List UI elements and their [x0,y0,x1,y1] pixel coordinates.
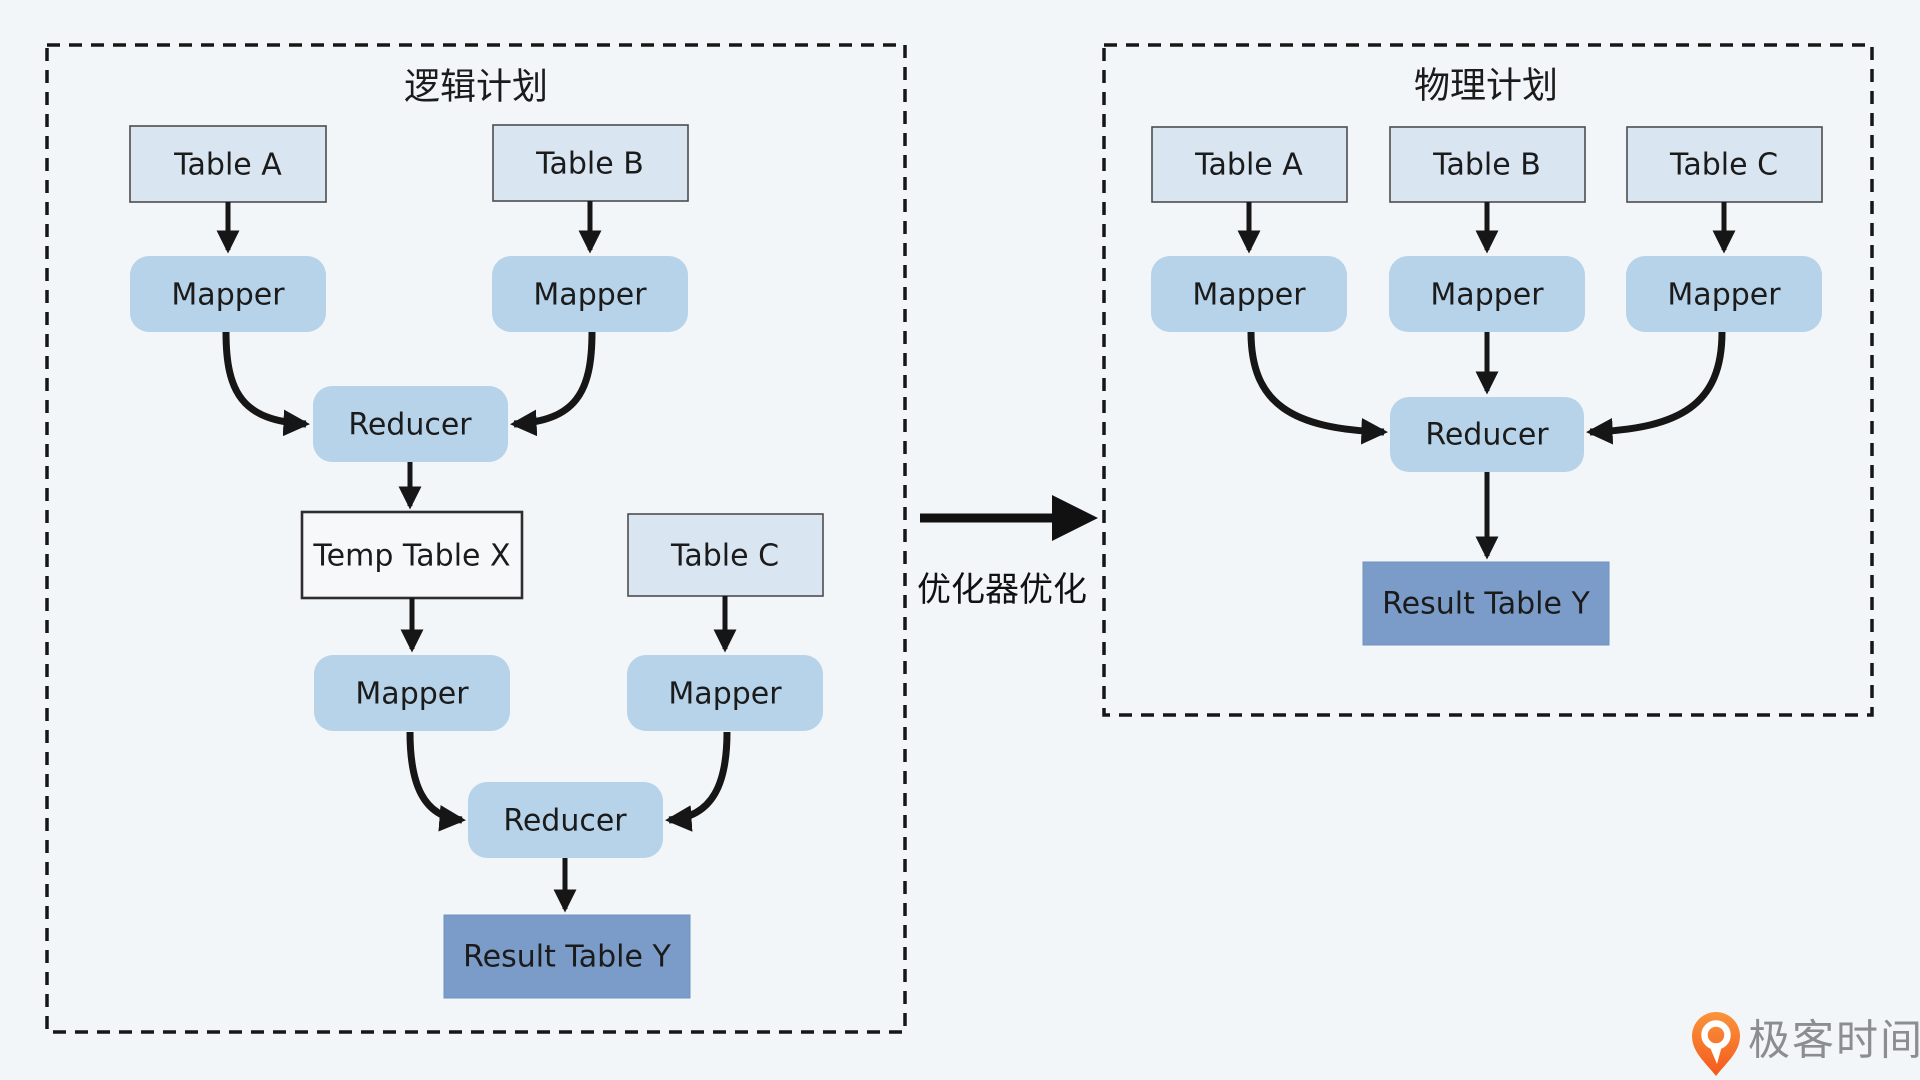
physical-plan-border [1102,43,1874,717]
physical-plan-panel: 物理计划 Table A Table B Table C Mapper Mapp… [1102,43,1874,717]
node-mapper-1: Mapper [130,256,326,332]
node-table-c: Table C [627,513,824,597]
mapper-3-label: Mapper [1667,278,1781,313]
table-b-box [492,124,689,202]
result-table-y-label: Result Table Y [1382,587,1590,622]
logical-plan-border [45,43,907,1034]
result-table-y-box [1362,561,1610,646]
mapper-1-box [1151,256,1347,332]
node-mapper-3: Mapper [1626,256,1822,332]
node-result-table-y: Result Table Y [443,914,691,999]
logical-plan-title: 逻辑计划 [404,67,548,108]
table-a-box [1151,126,1348,203]
node-reducer: Reducer [1390,397,1584,472]
optimizer-arrow-head-icon [1052,495,1098,541]
reducer-label: Reducer [1425,418,1549,453]
table-b-box [1389,126,1586,203]
reducer-2-box [468,782,663,858]
table-a-label: Table A [1194,148,1303,183]
table-c-label: Table C [670,539,779,574]
arrow-mapper-1-to-reducer-1 [222,331,310,437]
geektime-pin-icon [1692,1012,1740,1076]
node-table-a: Table A [1151,126,1348,203]
physical-plan-title: 物理计划 [1414,66,1558,107]
node-mapper-1: Mapper [1151,256,1347,332]
node-reducer-2: Reducer [468,782,663,858]
node-mapper-2: Mapper [1389,256,1585,332]
mapper-1-box [130,256,326,332]
mapper-3-label: Mapper [355,677,469,712]
mapper-4-box [627,655,823,731]
mapper-3-box [1626,256,1822,332]
mapper-1-label: Mapper [1192,278,1306,313]
node-mapper-4: Mapper [627,655,823,731]
node-mapper-3: Mapper [314,655,510,731]
mapper-2-label: Mapper [533,278,647,313]
node-table-b: Table B [492,124,689,202]
mapper-3-box [314,655,510,731]
table-c-box [627,513,824,597]
temp-table-x-box [300,510,524,600]
node-mapper-2: Mapper [492,256,688,332]
table-c-label: Table C [1669,148,1778,183]
table-b-label: Table B [535,147,644,182]
node-result-table-y: Result Table Y [1362,561,1610,646]
reducer-2-label: Reducer [503,804,627,839]
geektime-logo: 极客时间 [1692,1012,1920,1076]
arrow-mapper-3-to-reducer [1586,331,1726,445]
mapper-4-label: Mapper [668,677,782,712]
arrow-mapper-2-to-reducer-1 [510,331,596,437]
table-a-label: Table A [173,148,282,183]
reducer-1-box [313,386,508,462]
optimizer-transform: 优化器优化 [917,495,1098,610]
reducer-box [1390,397,1584,472]
temp-table-x-label: Temp Table X [312,539,510,574]
result-table-y-label: Result Table Y [463,940,671,975]
node-table-c: Table C [1626,126,1823,203]
mapper-2-label: Mapper [1430,278,1544,313]
node-reducer-1: Reducer [313,386,508,462]
geektime-logo-text: 极客时间 [1748,1016,1920,1065]
result-table-y-box [443,914,691,999]
mapper-2-box [492,256,688,332]
arrow-mapper-3-to-reducer-2 [406,731,466,832]
node-table-a: Table A [129,125,327,203]
mapper-1-label: Mapper [171,278,285,313]
table-c-box [1626,126,1823,203]
table-b-label: Table B [1432,148,1541,183]
arrow-mapper-4-to-reducer-2 [665,731,731,832]
node-temp-table-x: Temp Table X [300,510,524,600]
reducer-1-label: Reducer [348,408,472,443]
logical-plan-panel: 逻辑计划 Table A Table B Mapper Mapper Reduc… [45,43,907,1034]
arrow-mapper-1-to-reducer [1247,331,1388,445]
optimizer-label: 优化器优化 [917,570,1087,610]
mapper-2-box [1389,256,1585,332]
node-table-b: Table B [1389,126,1586,203]
